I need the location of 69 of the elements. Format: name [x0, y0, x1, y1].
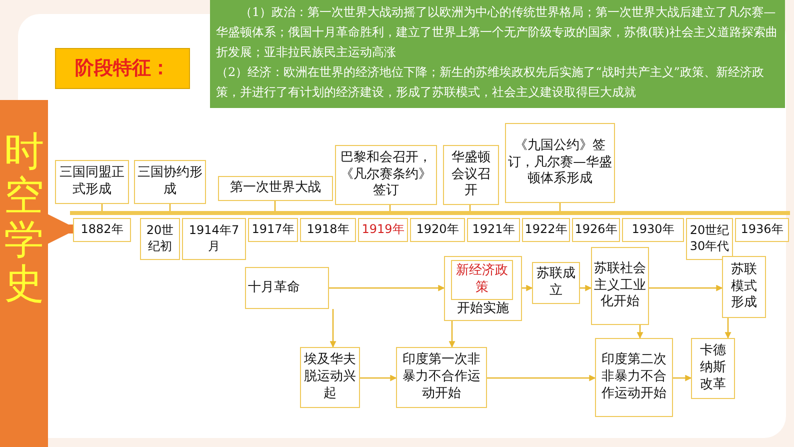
node-label: 1930年: [632, 222, 674, 238]
summary-panel: [210, 0, 785, 108]
arrow: [649, 284, 723, 292]
arrow: [360, 374, 397, 382]
event-box: [691, 338, 735, 399]
year-box: [73, 218, 131, 242]
event-box: [245, 267, 329, 309]
paragraph: （1）政治：第一次世界大战动摇了以欧洲为中心的传统世界格局；第一次世界大战后建立了凡尔赛—华盛顿体系；俄国十月革命胜利，建立了世界上第一个无产阶级专政的国家，苏俄(联)社会主义道路探索曲折发展；亚非拉民族民主运动高涨: [216, 4, 778, 61]
arrow: [448, 321, 456, 348]
arrow: [636, 325, 644, 339]
node-label: 1917年: [252, 222, 294, 238]
arrow: [724, 318, 732, 339]
arrow: [580, 284, 592, 292]
event-box: [444, 256, 522, 321]
node-label: 苏联社会主义工业化开始: [594, 260, 646, 312]
event-box: [443, 145, 499, 205]
event-box: [595, 338, 673, 417]
arrow: [522, 284, 533, 292]
arrow: [673, 374, 692, 382]
node-label: 20世纪初: [145, 223, 175, 255]
node-label: 苏联成立: [536, 266, 576, 300]
node-label: 1919年: [362, 222, 404, 238]
node-label: 开始实施: [457, 301, 509, 318]
node-label: 《九国公约》签订，凡尔赛—华盛顿体系形成: [508, 138, 612, 188]
paragraph: （2）经济：欧洲在世界的经济地位下降；新生的苏维埃政权先后实施了“战时共产主义”政策、新经济政策，并进行了有计划的经济建设，形成了苏联模式，社会主义建设取得巨大成就: [216, 64, 765, 101]
event-box: [396, 347, 487, 408]
node-label: 时空学史: [4, 130, 44, 306]
node-label: 1882年: [80, 222, 124, 238]
year-box: [467, 218, 520, 242]
node-label: 1936年: [740, 222, 784, 238]
year-box: [735, 218, 789, 242]
node-label: 20世纪30年代: [688, 223, 730, 255]
event-box: [722, 256, 766, 318]
node-label: 卡德纳斯改革: [699, 343, 727, 394]
year-box: [300, 218, 356, 242]
node-label: 十月革命: [248, 280, 300, 296]
node-label: 新经济政策: [455, 263, 509, 297]
year-box: [182, 218, 246, 260]
node-label: 1921年: [472, 222, 515, 238]
year-box: [358, 218, 408, 242]
heading: 阶段特征：: [75, 56, 170, 81]
side-banner: [0, 100, 48, 447]
arrow: [330, 309, 336, 348]
year-box: [410, 218, 465, 242]
year-box: [622, 218, 684, 242]
heading-box: [55, 48, 190, 89]
node-label: 埃及华夫脱运动兴起: [303, 352, 357, 403]
node-label: 三国协约形成: [137, 165, 203, 199]
node-label: 印度第一次非暴力不合作运动开始: [402, 352, 482, 403]
node-label: 1920年: [416, 222, 459, 238]
node-label: 巴黎和会召开，《凡尔赛条约》签订: [340, 150, 432, 200]
node-label: 印度第二次非暴力不合作运动开始: [600, 352, 668, 403]
event-box: [505, 123, 615, 203]
node-label: 1914年7月: [188, 223, 240, 255]
node-label: 1922年: [524, 222, 568, 238]
node-label: 苏联模式形成: [730, 262, 758, 312]
node-label: 1926年: [574, 222, 618, 238]
year-box: [572, 218, 620, 242]
year-box: [522, 218, 570, 242]
arrow: [329, 284, 445, 292]
event-box: [591, 247, 649, 325]
node-label: 第一次世界大战: [230, 180, 321, 197]
year-box: [248, 218, 298, 242]
node-label: 三国同盟正式形成: [58, 165, 126, 199]
node-label: 华盛顿会议召开: [450, 150, 492, 200]
node-label: 1918年: [306, 222, 350, 238]
timeline-bar: [70, 211, 790, 215]
arrow: [487, 374, 596, 382]
event-box: [218, 176, 333, 201]
